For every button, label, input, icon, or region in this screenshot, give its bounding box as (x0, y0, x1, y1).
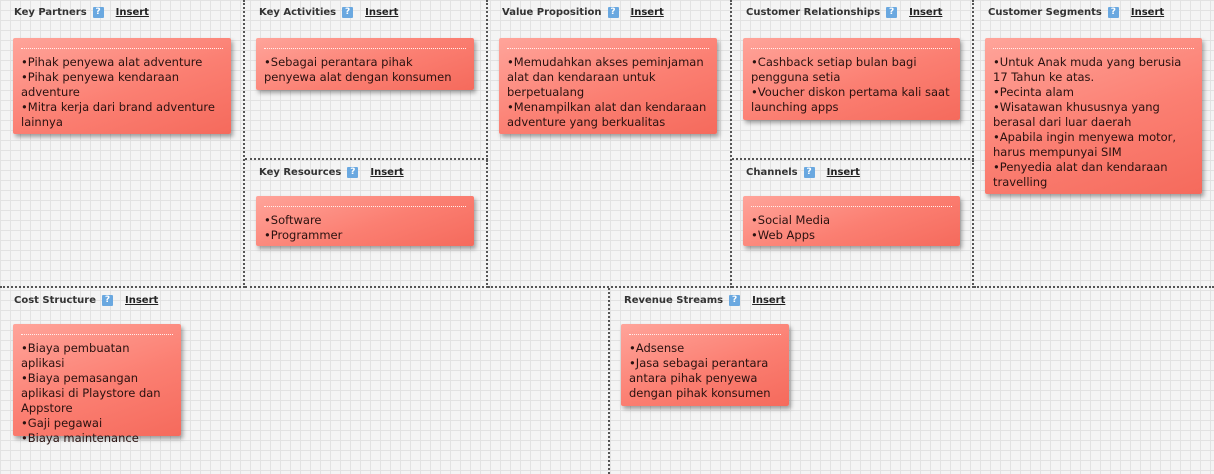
section-cost-structure: Cost Structure ? Insert Biaya pembuatan … (0, 288, 610, 474)
note-item: Gaji pegawai (21, 416, 173, 431)
note-item: Cashback setiap bulan bagi pengguna seti… (751, 55, 952, 85)
sticky-note[interactable]: Pihak penyewa alat adventure Pihak penye… (13, 38, 231, 134)
insert-link[interactable]: Insert (630, 7, 664, 18)
section-customer-relationships: Customer Relationships ? Insert Cashback… (732, 0, 974, 160)
insert-link[interactable]: Insert (115, 7, 149, 18)
sticky-note[interactable]: Untuk Anak muda yang berusia 17 Tahun ke… (985, 38, 1202, 194)
section-customer-segments: Customer Segments ? Insert Untuk Anak mu… (974, 0, 1214, 288)
note-item: Biaya pembuatan aplikasi (21, 341, 173, 371)
help-icon[interactable]: ? (729, 295, 741, 306)
note-item: Biaya pemasangan aplikasi di Playstore d… (21, 371, 173, 416)
note-item: Memudahkan akses peminjaman alat dan ken… (507, 55, 709, 100)
section-title: Key Resources (259, 167, 342, 178)
note-item: Menampilkan alat dan kendaraan adventure… (507, 100, 709, 130)
section-header: Key Partners ? Insert (14, 7, 149, 18)
insert-link[interactable]: Insert (1130, 7, 1165, 18)
sticky-note[interactable]: Cashback setiap bulan bagi pengguna seti… (743, 38, 960, 120)
section-title: Value Proposition (502, 7, 602, 18)
section-revenue-streams: Revenue Streams ? Insert Adsense Jasa se… (610, 288, 1214, 474)
note-item: Apabila ingin menyewa motor, harus mempu… (993, 130, 1194, 160)
insert-link[interactable]: Insert (752, 295, 786, 306)
note-item: Pecinta alam (993, 85, 1194, 100)
note-item: Jasa sebagai perantara antara pihak peny… (629, 356, 781, 401)
section-key-partners: Key Partners ? Insert Pihak penyewa alat… (0, 0, 245, 288)
section-key-resources: Key Resources ? Insert Software Programm… (245, 160, 488, 288)
note-item: Programmer (264, 228, 466, 243)
section-title: Cost Structure (14, 295, 96, 306)
note-item: Software (264, 213, 466, 228)
note-item: Pihak penyewa alat adventure (21, 55, 223, 70)
section-title: Channels (746, 167, 798, 178)
help-icon[interactable]: ? (102, 295, 113, 306)
section-title: Key Activities (259, 7, 337, 18)
section-title: Key Partners (14, 7, 87, 18)
insert-link[interactable]: Insert (826, 167, 860, 178)
note-item: Pihak penyewa kendaraan adventure (21, 70, 223, 100)
sticky-note[interactable]: Adsense Jasa sebagai perantara antara pi… (621, 324, 789, 406)
note-item: Biaya maintenance (21, 431, 173, 446)
section-header: Value Proposition ? Insert (502, 7, 664, 18)
sticky-note[interactable]: Social Media Web Apps (743, 196, 960, 246)
note-item: Voucher diskon pertama kali saat launchi… (751, 85, 952, 115)
section-title: Customer Relationships (746, 7, 881, 18)
note-item: Social Media (751, 213, 952, 228)
section-title: Customer Segments (988, 7, 1102, 18)
help-icon[interactable]: ? (92, 7, 104, 18)
section-header: Customer Segments ? Insert (988, 7, 1164, 18)
note-item: Penyedia alat dan kendaraan travelling (993, 160, 1194, 190)
section-key-activities: Key Activities ? Insert Sebagai perantar… (245, 0, 488, 160)
help-icon[interactable]: ? (803, 167, 815, 178)
note-item: Adsense (629, 341, 781, 356)
sticky-note[interactable]: Sebagai perantara pihak penyewa alat den… (256, 38, 474, 90)
insert-link[interactable]: Insert (909, 7, 943, 18)
note-item: Web Apps (751, 228, 952, 243)
note-item: Wisatawan khususnya yang berasal dari lu… (993, 100, 1194, 130)
note-item: Sebagai perantara pihak penyewa alat den… (264, 55, 466, 85)
section-channels: Channels ? Insert Social Media Web Apps (732, 160, 974, 288)
help-icon[interactable]: ? (607, 7, 619, 18)
sticky-note[interactable]: Software Programmer (256, 196, 474, 246)
note-item: Mitra kerja dari brand adventure lainnya (21, 100, 223, 130)
sticky-note[interactable]: Memudahkan akses peminjaman alat dan ken… (499, 38, 717, 134)
insert-link[interactable]: Insert (125, 295, 159, 306)
section-header: Channels ? Insert (746, 167, 860, 178)
insert-link[interactable]: Insert (365, 7, 399, 18)
help-icon[interactable]: ? (342, 7, 354, 18)
section-header: Cost Structure ? Insert (14, 295, 158, 306)
section-header: Customer Relationships ? Insert (746, 7, 942, 18)
section-title: Revenue Streams (624, 295, 724, 306)
section-header: Revenue Streams ? Insert (624, 295, 785, 306)
help-icon[interactable]: ? (1107, 7, 1119, 18)
section-header: Key Resources ? Insert (259, 167, 404, 178)
note-item: Untuk Anak muda yang berusia 17 Tahun ke… (993, 55, 1194, 85)
sticky-note[interactable]: Biaya pembuatan aplikasi Biaya pemasanga… (13, 324, 181, 445)
help-icon[interactable]: ? (886, 7, 898, 18)
help-icon[interactable]: ? (347, 167, 359, 178)
insert-link[interactable]: Insert (370, 167, 404, 178)
section-header: Key Activities ? Insert (259, 7, 398, 18)
section-value-proposition: Value Proposition ? Insert Memudahkan ak… (488, 0, 732, 288)
